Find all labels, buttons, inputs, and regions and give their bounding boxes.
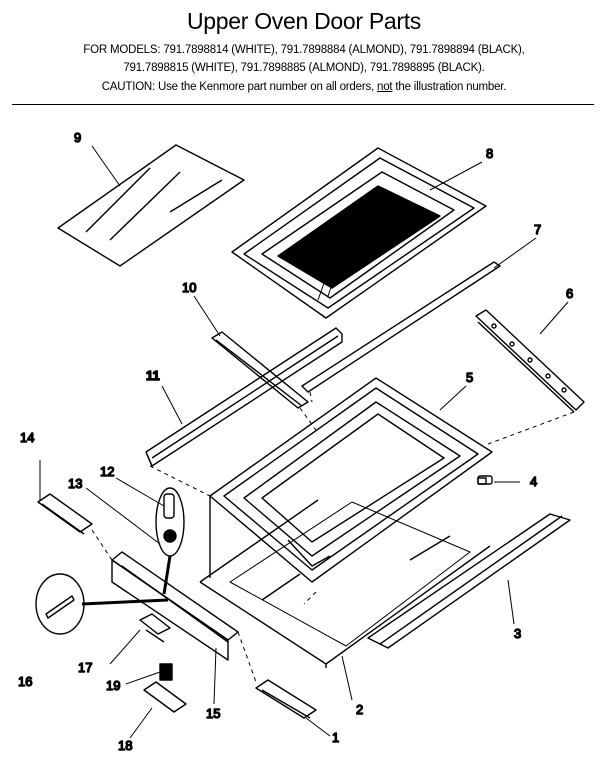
- page-title: Upper Oven Door Parts: [186, 8, 422, 34]
- models-line-2: 791.7898815 (WHITE), 791.7898885 (ALMOND…: [123, 62, 485, 74]
- part-10-channel: [211, 331, 309, 409]
- callout-5: 5: [466, 370, 473, 385]
- leader-lines: [39, 145, 569, 739]
- callout-14: 14: [20, 430, 34, 445]
- callout-10: 10: [182, 280, 196, 295]
- caution-prefix: CAUTION: Use the Kenmore part number on …: [101, 81, 377, 93]
- part-14-end-cap: [37, 493, 93, 535]
- caution-suffix: the illustration number.: [392, 81, 507, 93]
- part-2-door-glass: [229, 501, 471, 647]
- callout-4: 4: [530, 474, 537, 489]
- door-wrapper-box: [199, 496, 491, 668]
- callout-13: 13: [68, 476, 82, 491]
- callout-3: 3: [514, 626, 521, 641]
- part-4-stop: [477, 475, 493, 485]
- part-5-window-frame: [209, 377, 493, 583]
- assembly-dashed-lines: [91, 391, 575, 683]
- callout-7: 7: [534, 222, 541, 237]
- part-11-long-bracket: [145, 327, 343, 467]
- callout-11: 11: [146, 368, 160, 383]
- callout-19: 19: [106, 678, 120, 693]
- callout-2: 2: [356, 702, 363, 717]
- part-12-13-switch-detail: [155, 487, 185, 595]
- part-9-outer-glass: [57, 144, 245, 267]
- part-6-hinge-bracket: [475, 309, 585, 413]
- callout-18: 18: [118, 738, 132, 753]
- part-16-magnet-detail: [35, 573, 169, 635]
- callout-8: 8: [486, 146, 493, 161]
- callout-12: 12: [100, 464, 114, 479]
- caution-not-emphasis: not: [377, 81, 393, 93]
- part-7-rail: [301, 261, 501, 393]
- callout-1: 1: [332, 730, 339, 745]
- part-1-end-cap: [255, 679, 317, 719]
- callout-15: 15: [206, 706, 220, 721]
- part-19-latch: [159, 663, 173, 681]
- part-8-door-panel: [231, 147, 487, 319]
- part-3-lower-trim: [367, 513, 571, 649]
- callout-9: 9: [74, 130, 81, 145]
- callout-17: 17: [78, 660, 92, 675]
- models-line-1: FOR MODELS: 791.7898814 (WHITE), 791.789…: [83, 44, 525, 56]
- part-18-switch: [143, 681, 187, 713]
- header-divider: [12, 104, 594, 105]
- callout-16: 16: [18, 674, 32, 689]
- callout-6: 6: [566, 286, 573, 301]
- part-17-bracket: [139, 613, 171, 643]
- caution-note: CAUTION: Use the Kenmore part number on …: [0, 80, 608, 94]
